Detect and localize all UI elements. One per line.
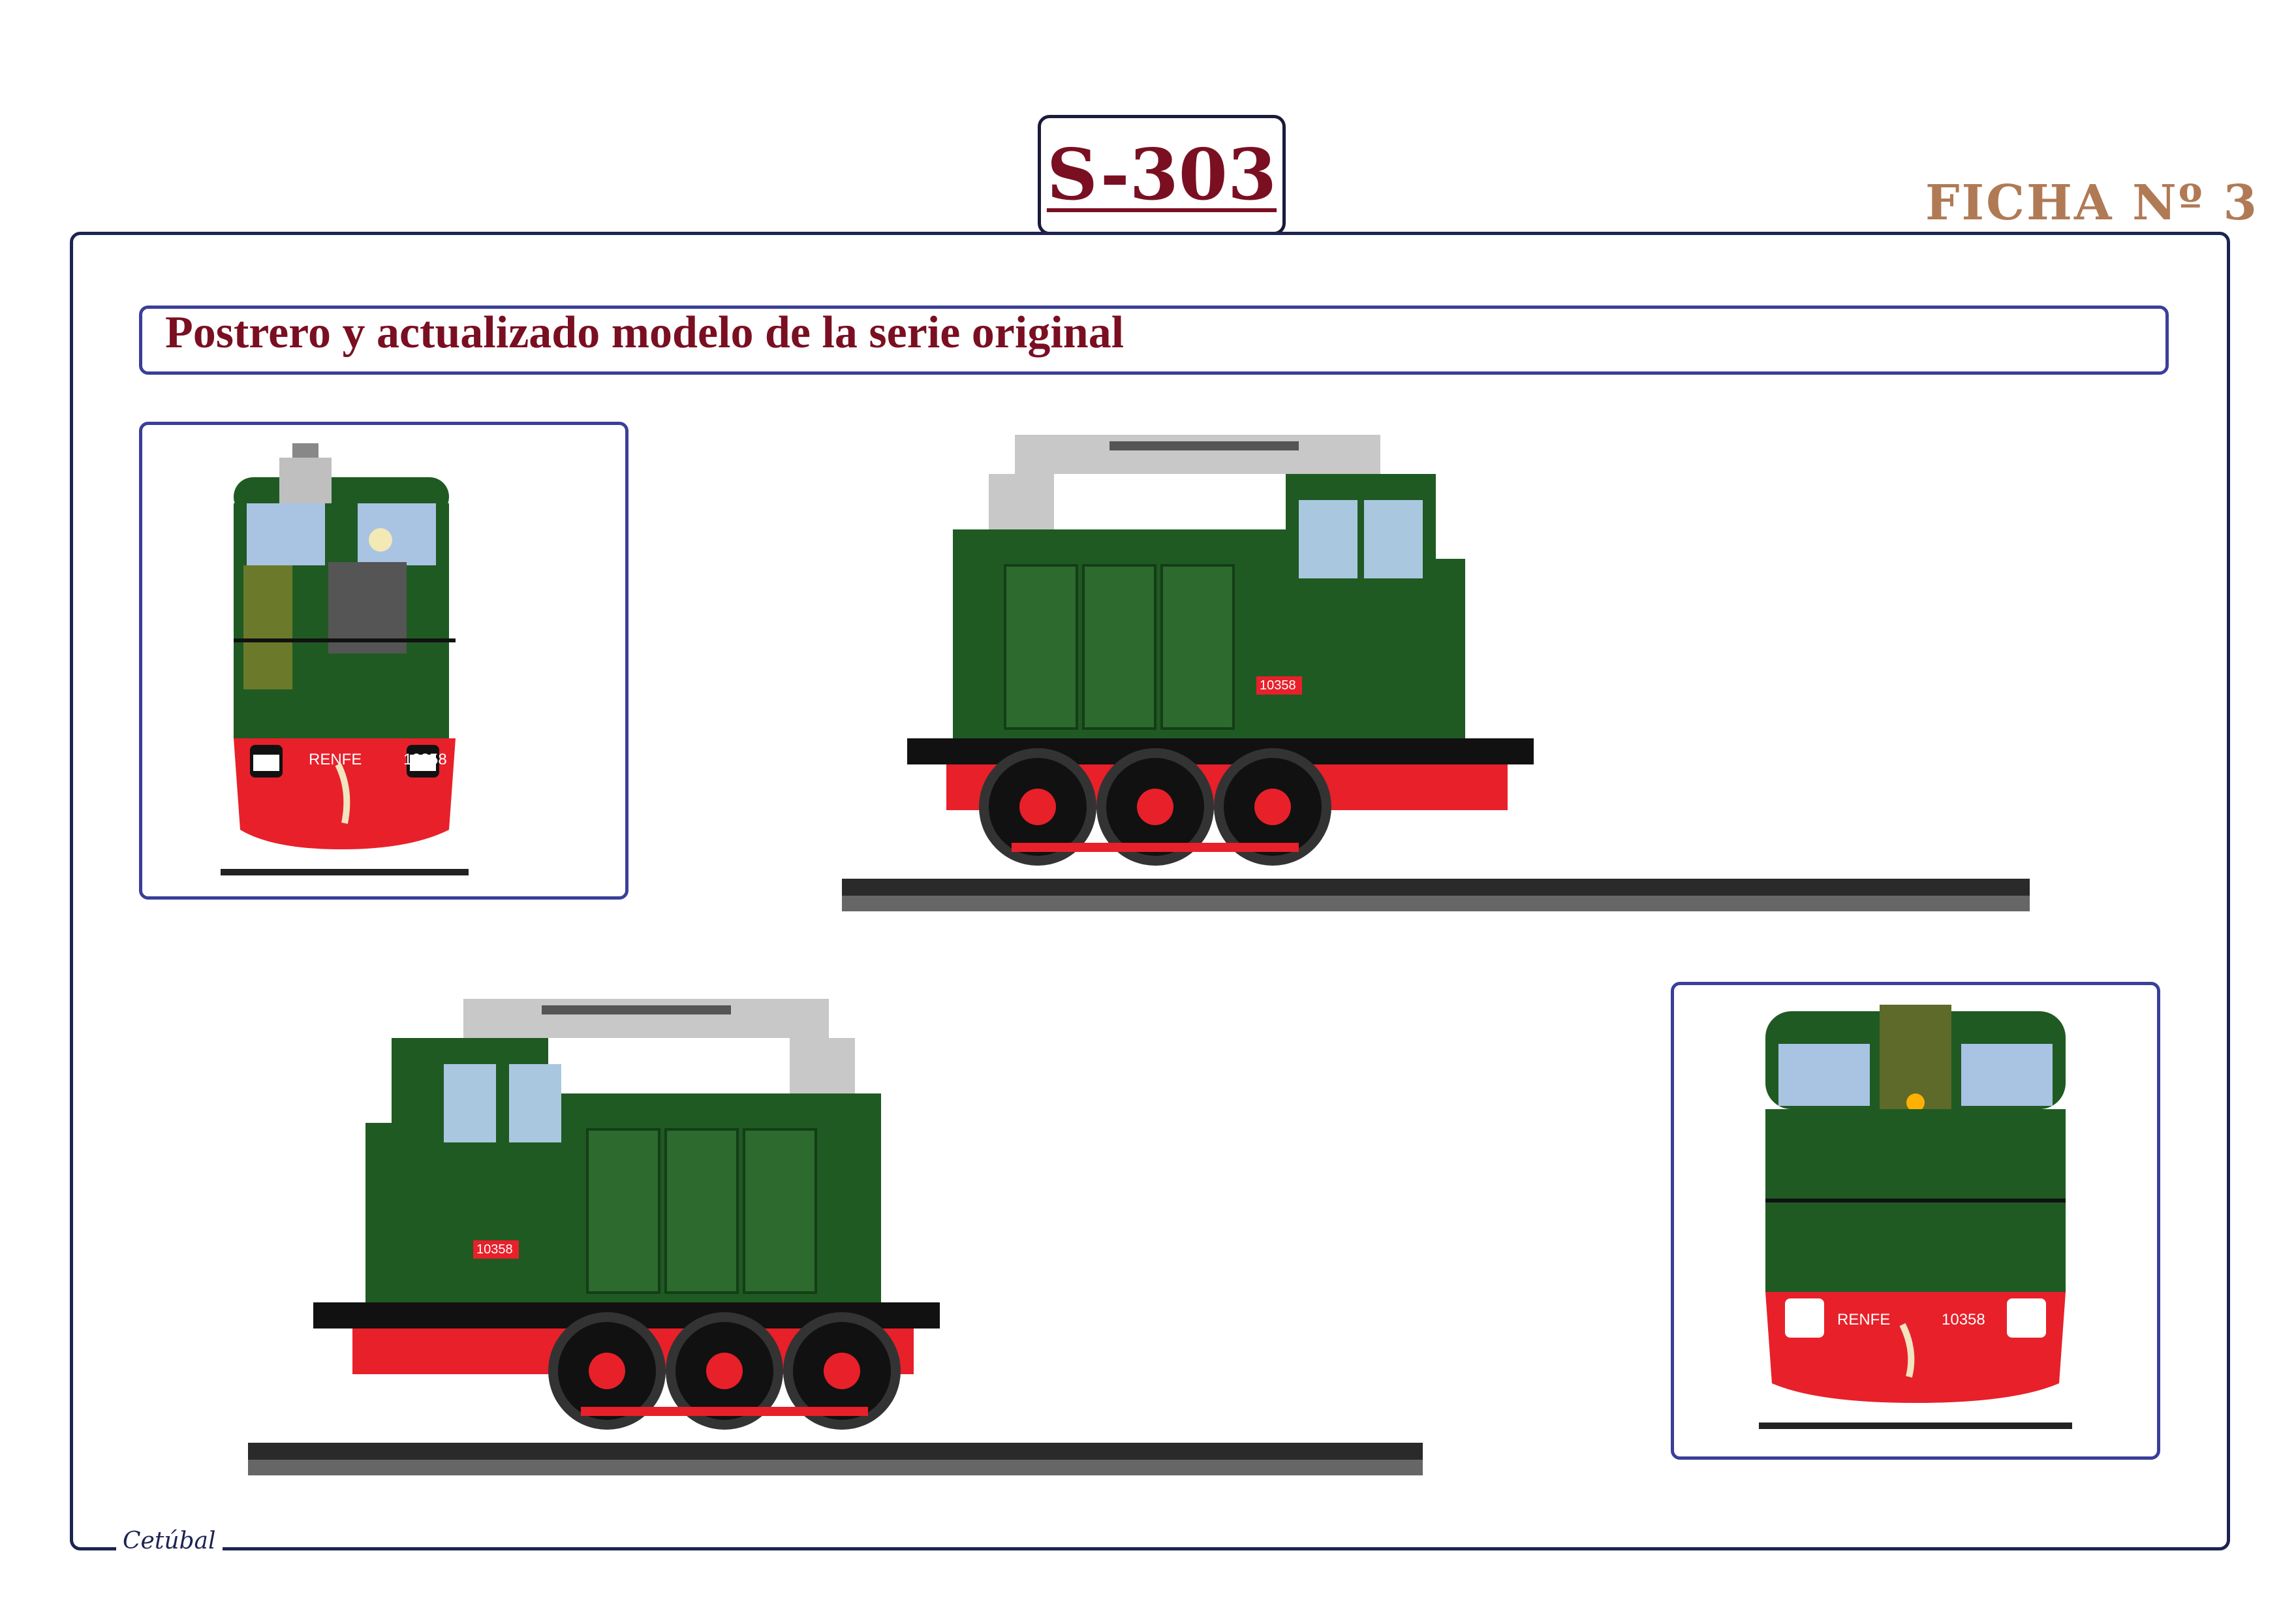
side-view-top: 10358 (842, 435, 2030, 911)
subtitle-box (139, 306, 2169, 375)
side-view-bottom: 10358 (248, 999, 1423, 1475)
subtitle: Postrero y actualizado modelo de la seri… (165, 307, 1125, 358)
rear-view-locomotive: RENFE 10358 (1759, 1005, 2072, 1429)
side-bottom-number-label: 10358 (476, 1242, 513, 1257)
author-signature: Cetúbal (116, 1528, 223, 1554)
front-brand-label: RENFE (309, 751, 362, 768)
sheet-number: FICHA Nº 3 (1925, 175, 2259, 231)
rear-brand-label: RENFE (1837, 1311, 1890, 1328)
front-number-label: 10358 (403, 751, 447, 768)
outer-frame (70, 232, 2230, 1550)
rear-number-label: 10358 (1942, 1311, 1985, 1328)
side-top-number-label: 10358 (1260, 678, 1296, 693)
front-view-locomotive: RENFE 10358 (221, 443, 469, 875)
rear-view-panel: RENFE 10358 (1671, 982, 2160, 1460)
front-view-panel: RENFE 10358 (139, 422, 628, 900)
title-box: S-303 (1038, 115, 1286, 235)
page-title: S-303 (1046, 134, 1277, 216)
